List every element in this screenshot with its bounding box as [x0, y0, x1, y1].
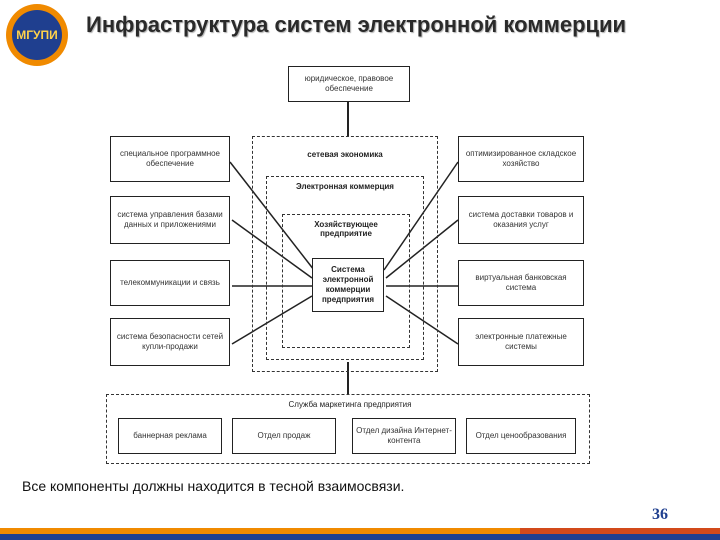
- network-economy-frame: [252, 136, 438, 372]
- bottom-box-sales: Отдел продаж: [232, 418, 336, 454]
- connector-right-4: [385, 295, 459, 345]
- bottom-box-pricing: Отдел ценообразования: [466, 418, 576, 454]
- footer-bar-orange: [0, 528, 520, 534]
- footer-bar-blue: [0, 534, 720, 540]
- right-box-payments: электронные платежные системы: [458, 318, 584, 366]
- connector-lines: [229, 102, 459, 394]
- footer-bar-red: [520, 528, 720, 534]
- marketing-label: Служба маркетинга предприятия: [288, 400, 412, 409]
- core-ecommerce-system: Система электронной коммерции предприяти…: [312, 258, 384, 312]
- footer-bar: [0, 528, 720, 540]
- connector-right-1: [383, 161, 459, 271]
- enterprise-label: Хозяйствующее предприятие: [314, 220, 378, 238]
- connector-left-1: [229, 161, 315, 271]
- connector-left-4: [231, 295, 313, 345]
- left-box-software: специальное программное обеспечение: [110, 136, 230, 182]
- right-box-delivery: система доставки товаров и оказания услу…: [458, 196, 584, 244]
- slide-title: Инфраструктура систем электронной коммер…: [86, 12, 627, 37]
- infrastructure-diagram: юридическое, правовое обеспечение сетева…: [100, 60, 600, 468]
- slide-caption: Все компоненты должны находится в тесной…: [22, 478, 405, 494]
- right-box-bank: виртуальная банковская система: [458, 260, 584, 306]
- marketing-frame: [106, 394, 590, 464]
- logo-text: МГУПИ: [12, 10, 62, 60]
- enterprise-frame: [282, 214, 410, 348]
- left-box-security: система безопасности сетей купли-продажи: [110, 318, 230, 366]
- ecommerce-label: Электронная коммерция: [296, 182, 394, 191]
- ecommerce-frame: [266, 176, 424, 360]
- bottom-box-banner: баннерная реклама: [118, 418, 222, 454]
- left-box-dbms: система управления базами данных и прило…: [110, 196, 230, 244]
- legal-support-box: юридическое, правовое обеспечение: [288, 66, 410, 102]
- slide-header: МГУПИ Инфраструктура систем электронной …: [0, 0, 720, 66]
- page-number: 36: [652, 506, 668, 523]
- right-box-warehouse: оптимизированное складское хозяйство: [458, 136, 584, 182]
- connector-right-2: [385, 219, 459, 279]
- connector-left-2: [231, 219, 313, 279]
- bottom-box-design: Отдел дизайна Интернет-контента: [352, 418, 456, 454]
- university-logo: МГУПИ: [6, 4, 68, 66]
- left-box-telecom: телекоммуникации и связь: [110, 260, 230, 306]
- network-economy-label: сетевая экономика: [307, 150, 383, 159]
